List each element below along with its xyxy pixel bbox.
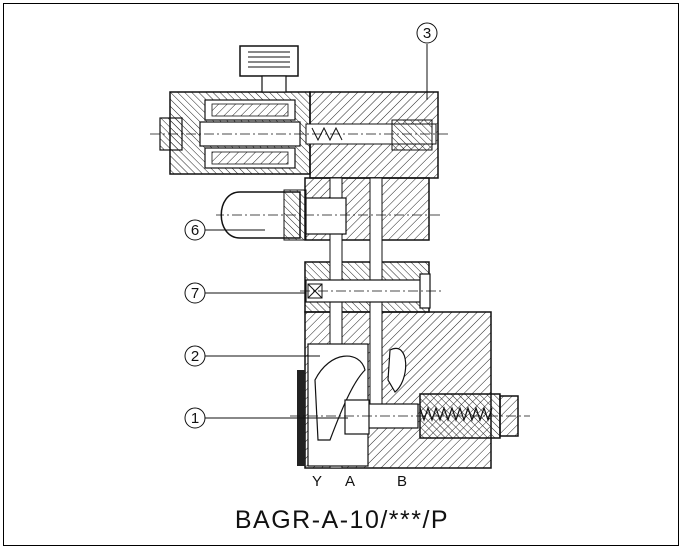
port-a-label: A	[345, 473, 355, 490]
callout-7-label: 7	[191, 285, 199, 302]
port-y-label: Y	[312, 473, 322, 490]
cap-plug	[220, 189, 347, 241]
callout-6-circle	[184, 219, 206, 241]
callout-1-label: 1	[191, 410, 199, 427]
model-designation: BAGR-A-10/***/P	[234, 506, 450, 534]
callout-3-label: 3	[423, 25, 431, 42]
pilot-valve-body	[305, 91, 439, 179]
spring-cartridge	[344, 393, 519, 439]
callout-3-circle	[416, 22, 438, 44]
callout-2-circle	[184, 345, 206, 367]
center-lines	[150, 133, 530, 417]
port-b-label: B	[397, 473, 407, 490]
solenoid-housing	[159, 91, 311, 175]
callout-2-label: 2	[191, 348, 199, 365]
electrical-connector	[239, 45, 299, 93]
callout-7-circle	[184, 282, 206, 304]
figure-frame	[3, 3, 679, 546]
callout-6-label: 6	[191, 222, 199, 239]
main-valve-body	[304, 177, 492, 469]
leader-lines	[204, 44, 428, 419]
callout-1-circle	[184, 407, 206, 429]
